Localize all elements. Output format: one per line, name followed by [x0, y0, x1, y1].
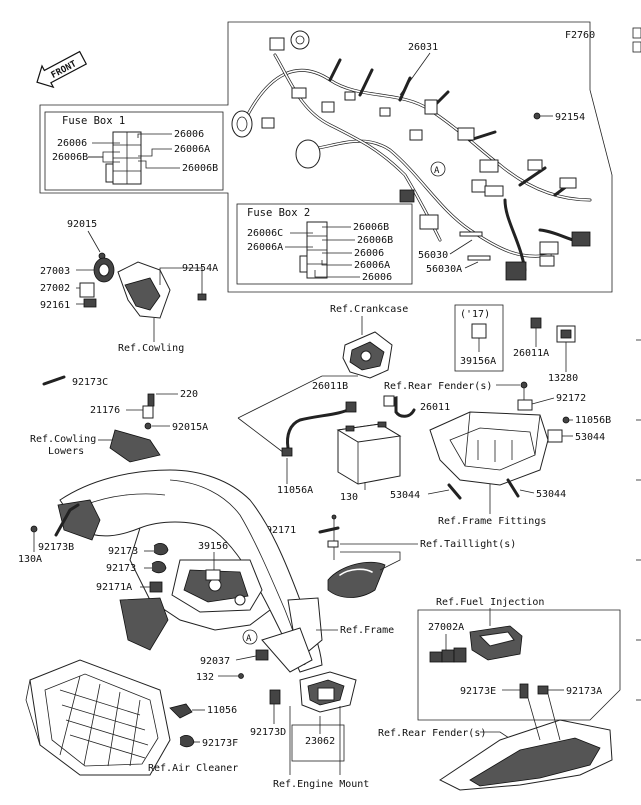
ref-rear-fender-2: Ref.Rear Fender(s) [378, 728, 486, 739]
battery-group: Ref.Crankcase 26011B 11056A 26011 130 [237, 304, 450, 503]
label-56030: 56030 [418, 250, 448, 261]
label-92015: 92015 [67, 219, 97, 230]
label-26012: 130 [340, 492, 358, 503]
label-130A: 130A [18, 554, 42, 565]
fb1-label-2: 26006 [57, 138, 87, 149]
fuse-box-2: Fuse Box 2 26006C 26006B 26006A 26006B 2… [236, 203, 413, 285]
label-56030A: 56030A [426, 264, 462, 275]
taillight-group: 92171 Ref.Taillight(s) [266, 514, 516, 598]
ref-cowling: Ref.Cowling [118, 343, 184, 354]
label-92172: 11056B [575, 415, 611, 426]
label-92173C: 92173C [72, 377, 108, 388]
fuel-injection-group: Ref.Fuel Injection 27002A 92173E 92173A … [378, 597, 621, 791]
wire-stud-group: 220 21176 92015A Ref.Cowling Lowers [30, 389, 208, 463]
ref-air-cleaner: Ref.Air Cleaner [148, 763, 238, 774]
ref-cowling-lowers-2: Lowers [48, 446, 84, 457]
label-92173B: 92173B [38, 542, 74, 553]
callout-a-bottom: A [246, 634, 252, 644]
label-53044-b: 53044 [536, 489, 566, 500]
ref-fuel-injection: Ref.Fuel Injection [436, 597, 544, 608]
label-92154: 92154 [555, 112, 585, 123]
ref-cowling-lowers-1: Ref.Cowling [30, 434, 96, 445]
year-badge: ('17) 39156A [454, 304, 504, 372]
horn-group: 92015 27003 92154A 27002 92161 Ref.Cowli… [40, 219, 218, 354]
edge-marks [632, 27, 641, 701]
label-23062: 23062 [305, 736, 335, 747]
label-220: 220 [180, 389, 198, 400]
label-11056: 11056 [207, 705, 237, 716]
ref-rear-fender-1: Ref.Rear Fender(s) [384, 381, 492, 392]
fb2-label-6: 26006A [354, 260, 390, 271]
label-132: 132 [196, 672, 214, 683]
label-92171: 92171 [266, 525, 296, 536]
label-26031: 26031 [408, 42, 438, 53]
label-92173E-text: 92173E [460, 686, 496, 697]
relay-group: 26011A 13280 [513, 317, 578, 384]
label-21176: 21176 [90, 405, 120, 416]
air-cleaner: Ref.Air Cleaner 11056 92173F [25, 659, 238, 776]
battery-case-group: Ref.Rear Fender(s) 92172 11056B 53044 53… [384, 381, 611, 527]
ref-engine-mount: Ref.Engine Mount [273, 779, 369, 790]
label-92173F: 92173F [202, 738, 238, 749]
fb1-label-5: 26006B [182, 163, 218, 174]
harness-frame [39, 21, 613, 293]
figure-code: F2760 [565, 30, 595, 41]
fb2-label-2: 26006B [353, 222, 389, 233]
engine-mount-group: 92173D 23062 Ref.Engine Mount [250, 671, 369, 790]
fuse-box-1-title: Fuse Box 1 [62, 115, 125, 127]
fuse-box-2-title: Fuse Box 2 [247, 207, 310, 219]
label-27002: 27002 [40, 283, 70, 294]
year-badge-year: ('17) [460, 309, 490, 320]
label-26011B: 26011B [312, 381, 348, 392]
fb2-label-7: 26006 [362, 272, 392, 283]
fb2-label-4: 26006B [357, 235, 393, 246]
label-92161: 92161 [40, 300, 70, 311]
label-92154A: 92154A [182, 263, 218, 274]
label-13280: 13280 [548, 373, 578, 384]
label-26011A: 26011A [513, 348, 549, 359]
fb2-label-1: 26006C [247, 228, 283, 239]
label-92173-b: 92173 [106, 563, 136, 574]
label-26011: 26011 [420, 402, 450, 413]
label-130: 11056A [277, 485, 313, 496]
ref-frame: Ref.Frame [340, 625, 394, 636]
ref-taillights: Ref.Taillight(s) [420, 539, 516, 550]
ref-crankcase: Ref.Crankcase [330, 304, 408, 315]
label-92173-a: 92173 [108, 546, 138, 557]
fb1-label-4: 26006B [52, 152, 88, 163]
label-11056A: 92172 [556, 393, 586, 404]
label-92173D: 92173D [250, 727, 286, 738]
label-11056B: 53044 [575, 432, 605, 443]
fb2-label-5: 26006 [354, 248, 384, 259]
label-27003: 27003 [40, 266, 70, 277]
label-92171A: 92171A [96, 582, 132, 593]
year-badge-part: 39156A [460, 356, 496, 367]
clamp-92173C: 92173C [42, 375, 108, 388]
label-27002A: 27002A [428, 622, 464, 633]
fuse-box-1: Fuse Box 1 26006 26006 26006A 26006B 260… [44, 111, 224, 191]
label-39156: 39156 [198, 541, 228, 552]
wiring-harness: A [231, 30, 592, 281]
ref-frame-fittings: Ref.Frame Fittings [438, 516, 546, 527]
label-92173A: 92173A [566, 686, 602, 697]
label-92037: 92037 [200, 656, 230, 667]
label-53044-a: 53044 [390, 490, 420, 501]
fb1-label-1: 26006 [174, 129, 204, 140]
fb2-label-3: 26006A [247, 242, 283, 253]
front-arrow: FRONT [36, 50, 88, 89]
label-92015A: 92015A [172, 422, 208, 433]
fb1-label-3: 26006A [174, 144, 210, 155]
callout-a-top: A [434, 166, 440, 176]
